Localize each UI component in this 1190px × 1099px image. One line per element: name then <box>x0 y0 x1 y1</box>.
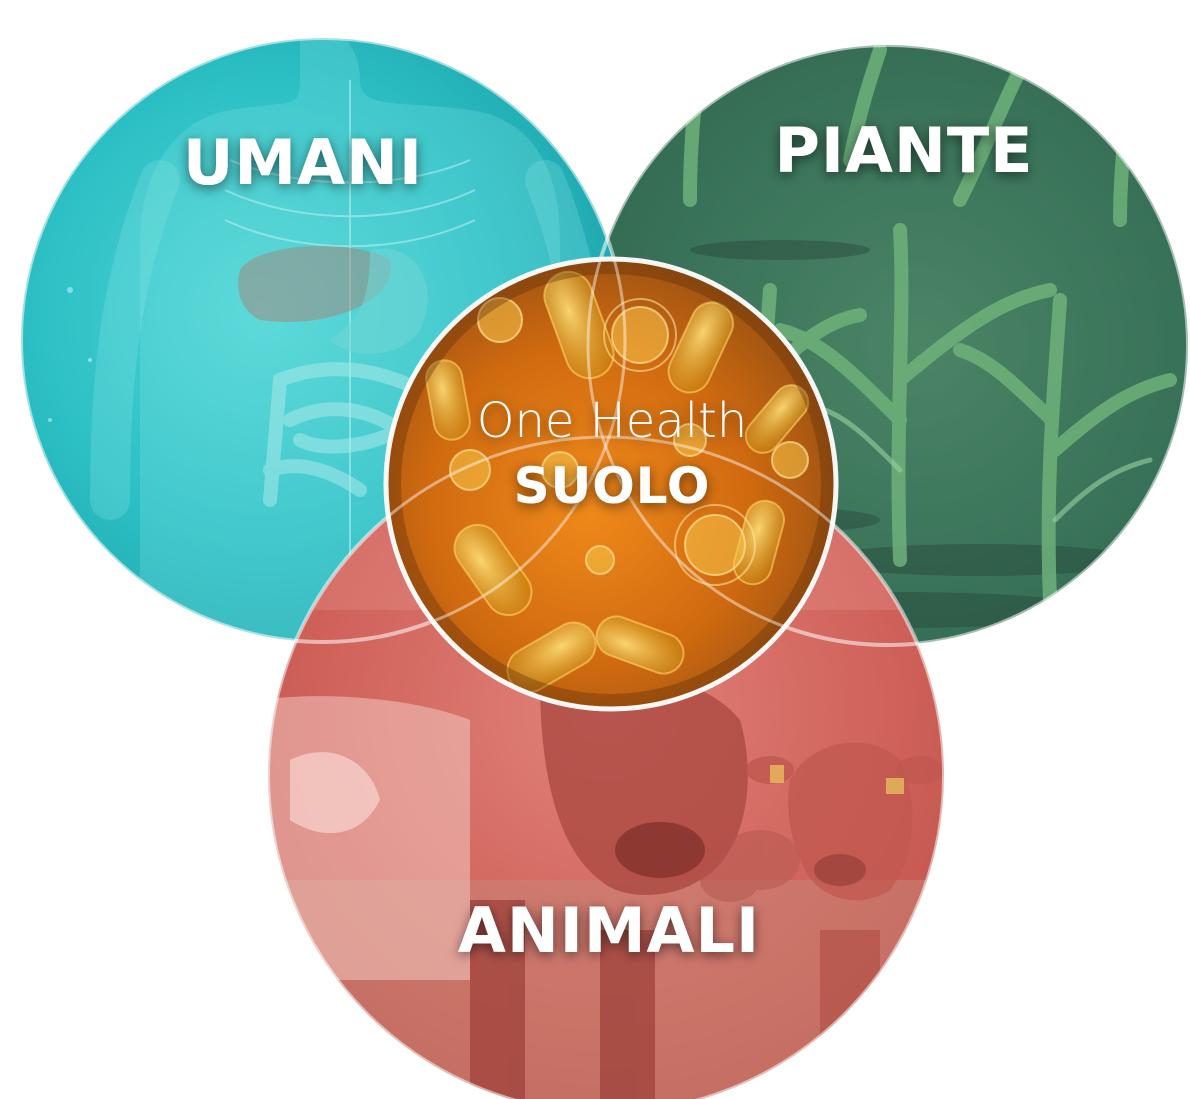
center-subtitle-one-health: One Health <box>477 393 748 449</box>
center-title-suolo: SUOLO <box>514 457 711 515</box>
label-piante: PIANTE <box>774 114 1033 187</box>
label-animali: ANIMALI <box>458 894 760 967</box>
label-umani: UMANI <box>183 126 423 199</box>
